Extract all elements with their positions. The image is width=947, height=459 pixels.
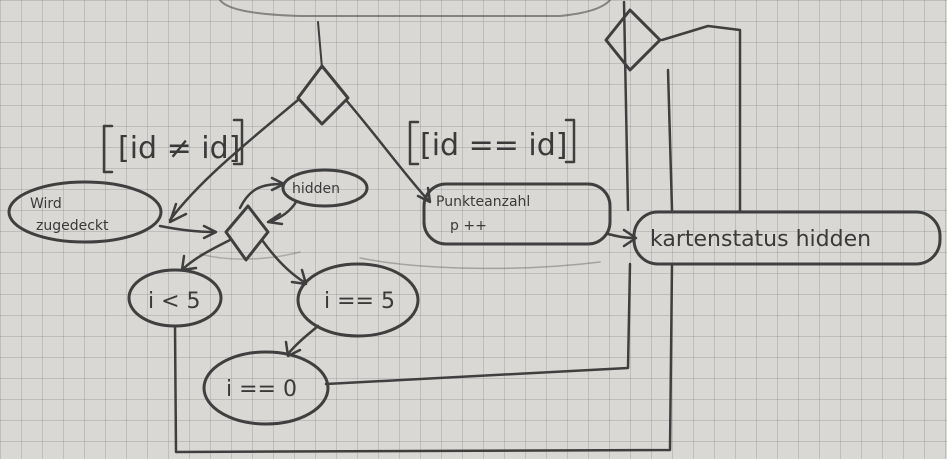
merge-diamond-right bbox=[604, 8, 662, 72]
edge-decision-to-hidden bbox=[238, 182, 284, 210]
edge-decision-to-i-lt-5 bbox=[182, 238, 232, 270]
decision-diamond-main bbox=[296, 64, 350, 126]
arrowhead-hidden bbox=[270, 176, 286, 192]
guard-id-neq-label: [id ≠ id] bbox=[118, 131, 240, 166]
edge-diamond-to-zugedeckt bbox=[168, 98, 300, 222]
edge-i-eq-5-to-i-eq-0 bbox=[286, 324, 320, 356]
edge-diamond-to-punkteanzahl bbox=[344, 98, 430, 202]
erased-sketch-mark bbox=[359, 257, 601, 270]
arrowhead-zugedeckt bbox=[168, 202, 188, 224]
edge-zugedeckt-to-decision bbox=[158, 224, 216, 234]
node-punkteanzahl-line1: Punkteanzahl bbox=[436, 194, 530, 210]
node-punkteanzahl-line2: p ++ bbox=[450, 218, 487, 234]
edge-punkteanzahl-to-kartenstatus bbox=[606, 232, 636, 240]
node-kartenstatus-hidden: kartenstatus hidden bbox=[632, 210, 942, 266]
decision-diamond-loop bbox=[224, 204, 270, 262]
merge-right-line bbox=[666, 68, 674, 212]
erased-sketch-mark-2 bbox=[199, 251, 301, 260]
edge-i-lt-5-outer-loop bbox=[173, 262, 674, 454]
edge-i-eq-0-to-right bbox=[324, 262, 632, 386]
node-i-eq-5-label: i == 5 bbox=[324, 289, 395, 314]
node-wird-zugedeckt: Wird zugedeckt bbox=[7, 180, 163, 244]
arrowhead-i-eq-0 bbox=[284, 340, 302, 358]
node-kartenstatus-label: kartenstatus hidden bbox=[650, 227, 871, 252]
arrowhead-decision bbox=[202, 224, 218, 240]
node-i-lt-5-label: i < 5 bbox=[148, 289, 201, 314]
node-wird-zugedeckt-line1: Wird bbox=[30, 196, 62, 212]
guard-id-eq-label: [id == id] bbox=[420, 128, 568, 163]
node-hidden: hidden bbox=[281, 168, 369, 208]
node-punkteanzahl: Punkteanzahl p ++ bbox=[422, 182, 612, 246]
arrowhead-kartenstatus bbox=[622, 228, 638, 248]
node-i-eq-5: i == 5 bbox=[296, 262, 420, 338]
node-wird-zugedeckt-line2: zugedeckt bbox=[36, 218, 109, 234]
arrowhead-hidden-back bbox=[266, 212, 284, 226]
edge-hidden-back bbox=[268, 200, 298, 224]
node-hidden-label: hidden bbox=[292, 181, 340, 197]
edge-decision-to-i-eq-5 bbox=[260, 238, 306, 284]
node-i-eq-0-label: i == 0 bbox=[226, 377, 297, 402]
edge-kartenstatus-to-merge bbox=[660, 24, 742, 214]
guard-id-eq: [id == id] bbox=[408, 118, 576, 166]
node-i-lt-5: i < 5 bbox=[127, 268, 223, 328]
guard-id-neq: [id ≠ id] bbox=[102, 118, 244, 174]
incoming-edge-top bbox=[317, 21, 323, 69]
top-arc-sketch bbox=[219, 0, 611, 17]
merge-left-line bbox=[622, 0, 630, 212]
node-i-eq-0: i == 0 bbox=[202, 350, 330, 426]
